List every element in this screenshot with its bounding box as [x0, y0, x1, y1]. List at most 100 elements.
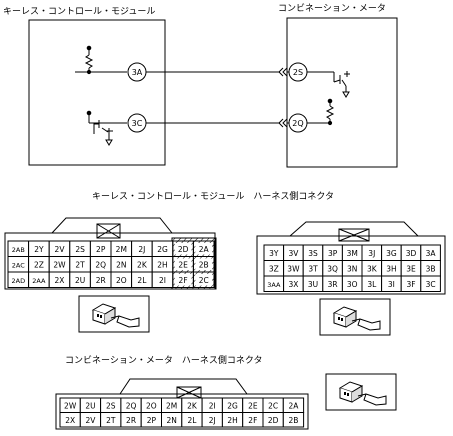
pin-label: 3T	[308, 264, 318, 273]
terminal-3a-label: 3A	[132, 68, 143, 77]
harness-bottom-title: コンビネーション・メータ ハーネス側コネクタ	[65, 354, 262, 366]
pin-label: 2K	[137, 260, 148, 269]
pin-label: 2C	[199, 276, 209, 285]
pin-cell	[420, 275, 441, 292]
pin-label: 2X	[55, 276, 65, 285]
pin-label: 3AA	[267, 281, 281, 289]
pin-label: 3Q	[327, 264, 338, 273]
pin-label: 2O	[116, 276, 127, 285]
pin-label: 3X	[288, 280, 298, 289]
connector-probe-icon-right	[319, 298, 391, 336]
pin-label: 2W	[53, 260, 66, 269]
pin-cell-bg	[174, 274, 192, 286]
right-module-box	[286, 17, 398, 168]
pin-label: 2L	[137, 276, 147, 285]
terminal-3a: 3A	[127, 62, 147, 82]
pin-cell-bg	[174, 258, 192, 270]
pin-label: 2R	[126, 416, 136, 425]
pin-label: 2T	[75, 260, 85, 269]
terminal-2s-label: 2S	[293, 68, 303, 77]
pin-label: 2M	[166, 401, 177, 410]
pin-cell-bg	[174, 243, 192, 255]
pin-label: 2H	[157, 260, 167, 269]
left-module-title: キーレス・コントロール・モジュール	[3, 7, 155, 17]
pin-label: 2J	[138, 245, 145, 254]
right-transistor	[307, 71, 350, 98]
pin-label: 2D	[178, 245, 189, 254]
pin-label: 2E	[248, 401, 258, 410]
pin-label: 3Y	[269, 249, 279, 258]
pin-label: 2S	[106, 401, 116, 410]
pin-label: 3D	[406, 249, 417, 258]
pin-label: 2AB	[12, 246, 25, 254]
pin-label: 2L	[187, 416, 197, 425]
pin-label: 2X	[65, 416, 75, 425]
harness-left-title: キーレス・コントロール・モジュール ハーネス側コネクタ	[92, 190, 334, 202]
pin-label: 2A	[199, 245, 210, 254]
pin-label: 2P	[96, 245, 106, 254]
pin-label: 2W	[64, 401, 77, 410]
pin-label: 2Z	[34, 260, 44, 269]
pin-label: 2D	[268, 416, 279, 425]
left-transistor	[86, 110, 127, 146]
pin-label: 3M	[347, 249, 358, 258]
pin-label: 2G	[227, 401, 238, 410]
pin-cell-bg	[195, 274, 212, 286]
pin-label: 2N	[116, 260, 126, 269]
pin-cell-bg	[195, 243, 212, 255]
pin-label: 2C	[268, 401, 278, 410]
left-module-box	[28, 19, 166, 166]
terminal-2s: 2S	[287, 62, 308, 82]
pin-label: 3C	[426, 280, 436, 289]
pin-label: 3E	[406, 264, 416, 273]
pin-label: 2M	[116, 245, 127, 254]
pin-label: 3J	[368, 249, 375, 258]
connector-probe-icon-left	[78, 295, 150, 333]
pin-label: 3U	[308, 280, 318, 289]
pin-label: 2F	[179, 276, 188, 285]
pin-label: 3I	[388, 280, 395, 289]
pin-label: 3L	[367, 280, 377, 289]
pin-label: 2N	[166, 416, 176, 425]
pin-label: 2Q	[95, 260, 106, 269]
pin-label: 2AA	[32, 277, 46, 285]
pin-cell	[282, 412, 305, 428]
pin-label: 2J	[209, 416, 216, 425]
chevron-icon-bottom	[278, 118, 288, 128]
right-module-title: コンビネーション・メータ	[278, 3, 386, 14]
terminal-3c: 3C	[127, 113, 147, 133]
left-pullup-resistor	[75, 45, 127, 75]
pin-label: 2U	[75, 276, 85, 285]
pin-label: 3N	[347, 264, 357, 273]
pin-label: 2V	[85, 416, 96, 425]
pin-label: 2E	[178, 260, 188, 269]
pin-label: 2H	[227, 416, 237, 425]
pin-label: 2R	[96, 276, 106, 285]
pin-label: 2B	[288, 416, 298, 425]
pin-label: 3W	[287, 264, 300, 273]
pin-label: 2T	[106, 416, 116, 425]
pin-label: 3R	[328, 280, 338, 289]
pin-label: 3S	[308, 249, 318, 258]
terminal-2q-label: 2Q	[292, 119, 303, 128]
pin-label: 3B	[426, 264, 436, 273]
pin-label: 3P	[328, 249, 338, 258]
pin-label: 2I	[159, 276, 166, 285]
pin-label: 2F	[248, 416, 257, 425]
pin-label: 2P	[147, 416, 157, 425]
pin-label: 2I	[209, 401, 216, 410]
pin-label: 2AC	[12, 261, 25, 269]
pin-label: 2A	[288, 401, 299, 410]
terminal-3c-label: 3C	[132, 119, 143, 128]
pin-label: 2Y	[34, 245, 44, 254]
pin-label: 3A	[426, 249, 437, 258]
pin-cell-bg	[195, 258, 212, 270]
pin-label: 2B	[199, 260, 209, 269]
pin-label: 2U	[85, 401, 95, 410]
pin-label: 3G	[386, 249, 397, 258]
pin-label: 3K	[367, 264, 378, 273]
pin-label: 3F	[406, 280, 415, 289]
